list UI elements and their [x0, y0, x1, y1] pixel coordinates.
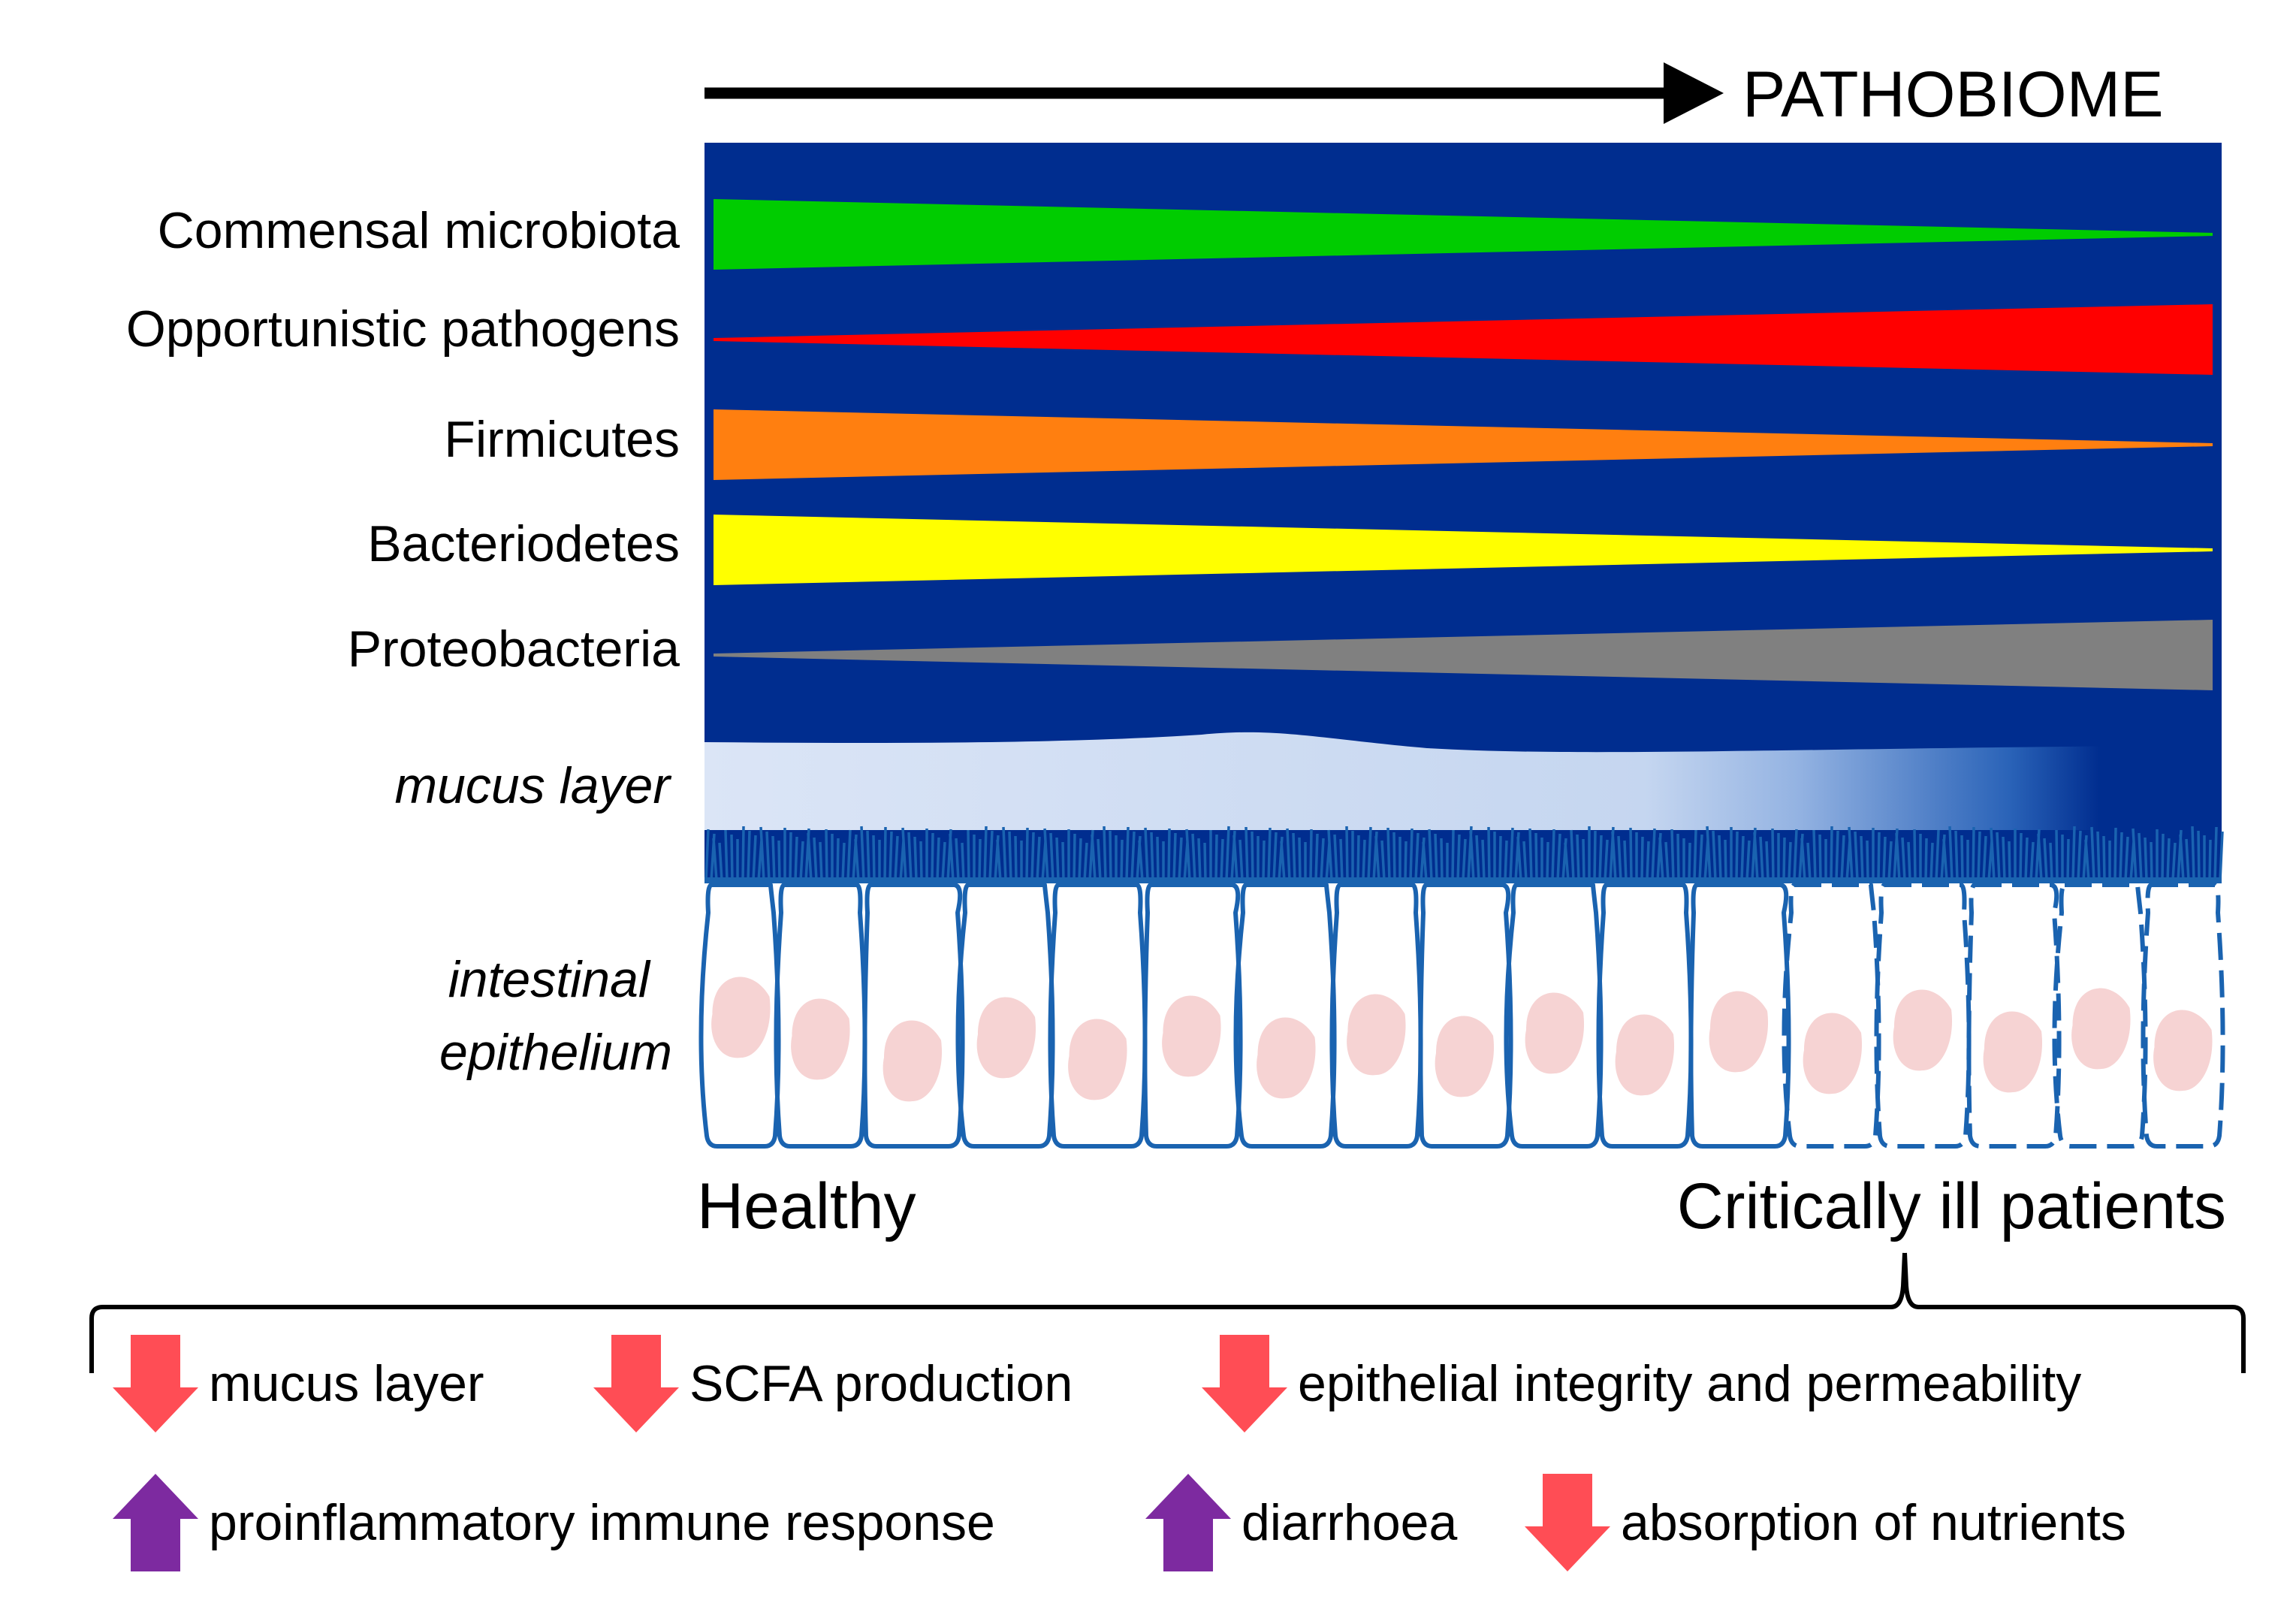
cell-nucleus: [1162, 995, 1221, 1077]
down-arrow-icon: [1525, 1474, 1610, 1571]
cell-nucleus: [791, 998, 850, 1080]
cell-nucleus: [1709, 991, 1769, 1073]
effect-label: absorption of nutrients: [1621, 1494, 2126, 1551]
effect-label: mucus layer: [209, 1355, 484, 1412]
cell-nucleus: [1435, 1016, 1495, 1097]
effect-label: epithelial integrity and permeability: [1298, 1355, 2082, 1412]
cell-nucleus: [1257, 1017, 1316, 1099]
epithelial-cell: [2141, 883, 2225, 1149]
effect-label: SCFA production: [689, 1355, 1073, 1412]
epithelial-cell: [2052, 883, 2148, 1149]
effect-item-1: mucus layer: [113, 1335, 484, 1432]
cell-nucleus: [1347, 994, 1406, 1076]
epithelial-cell: [1048, 883, 1148, 1149]
epithelial-cell: [1418, 883, 1513, 1149]
microvilli: [704, 826, 2224, 881]
progression-arrow-head: [1664, 62, 1724, 124]
epithelial-cell: [1142, 883, 1243, 1149]
taxon-label-commensal: Commensal microbiota: [157, 202, 680, 259]
effect-item-3: epithelial integrity and permeability: [1202, 1335, 2081, 1432]
taxon-wedge-2: [714, 304, 2213, 375]
cell-nucleus: [2153, 1010, 2213, 1091]
up-arrow-icon: [1145, 1474, 1231, 1571]
taxon-wedge-4: [714, 515, 2213, 585]
summary-brace: [89, 1252, 2246, 1373]
cell-nucleus: [1615, 1014, 1675, 1096]
taxon-label-proteobacteria: Proteobacteria: [347, 620, 680, 678]
axis-label-critically-ill: Critically ill patients: [1676, 1170, 2226, 1242]
epithelial-cell: [955, 883, 1055, 1149]
effect-item-5: diarrhoea: [1145, 1474, 1457, 1571]
epithelial-cell: [774, 883, 867, 1149]
down-arrow-icon: [113, 1335, 198, 1432]
effect-label: proinflammatory immune response: [209, 1494, 995, 1551]
epithelial-cell: [1504, 883, 1604, 1149]
epithelial-cell: [1688, 883, 1791, 1149]
effect-item-2: SCFA production: [593, 1335, 1073, 1432]
cell-nucleus: [1893, 989, 1953, 1071]
taxon-label-firmicutes: Firmicutes: [444, 411, 680, 468]
epithelial-cell: [1329, 883, 1423, 1149]
cell-nucleus: [882, 1020, 943, 1102]
cell-nucleus: [1803, 1013, 1863, 1094]
epithelium-label-line2: epithelium: [439, 1024, 672, 1081]
pathobiome-label: PATHOBIOME: [1742, 59, 2164, 131]
mucus-layer-label: mucus layer: [394, 757, 670, 814]
mucus-layer: [704, 732, 2222, 830]
taxon-wedge-3: [714, 409, 2213, 480]
effect-label: diarrhoea: [1242, 1494, 1458, 1551]
effect-item-4: proinflammatory immune response: [113, 1474, 995, 1571]
cell-nucleus: [2071, 988, 2131, 1070]
epithelial-cell: [862, 883, 965, 1149]
axis-label-healthy: Healthy: [697, 1170, 916, 1242]
taxon-wedge-5: [714, 620, 2213, 690]
epithelial-cell: [698, 883, 781, 1149]
down-arrow-icon: [1202, 1335, 1287, 1432]
epithelial-cell: [1596, 883, 1694, 1149]
epithelial-cell: [1782, 883, 1881, 1149]
cell-nucleus: [1525, 992, 1585, 1074]
cell-nucleus: [1068, 1019, 1127, 1100]
down-arrow-icon: [593, 1335, 679, 1432]
cell-nucleus: [1983, 1011, 2043, 1093]
epithelial-cell: [1874, 883, 1972, 1149]
epithelial-cell: [1233, 883, 1337, 1149]
taxon-label-bacteriodetes: Bacteriodetes: [367, 515, 680, 572]
taxon-label-opportunistic: Opportunistic pathogens: [125, 300, 680, 358]
effect-item-6: absorption of nutrients: [1525, 1474, 2126, 1571]
cell-nucleus: [976, 997, 1036, 1079]
epithelial-cell: [1966, 883, 2062, 1149]
cell-nucleus: [711, 977, 771, 1058]
epithelium-label-line1: intestinal: [448, 951, 650, 1008]
taxon-wedge-1: [714, 199, 2213, 270]
up-arrow-icon: [113, 1474, 198, 1571]
